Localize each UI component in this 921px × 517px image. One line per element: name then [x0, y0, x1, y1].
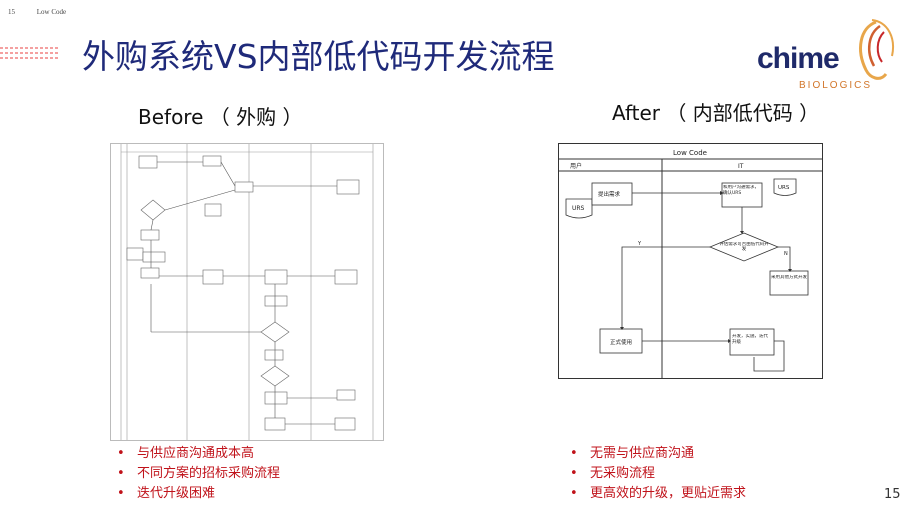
slide-meta: 15 Low Code — [8, 8, 86, 16]
before-bullet-3: 迭代升级困难 — [112, 484, 280, 504]
after-bullet-3: 更高效的升级，更贴近需求 — [565, 484, 746, 504]
decorative-lines — [0, 47, 60, 59]
before-label: Before （ 外购 ） — [138, 105, 303, 129]
logo-mark-icon — [859, 19, 894, 80]
node-other-method — [769, 270, 809, 296]
after-flowchart: Low Code 用户 IT URS 提出需求 和用户沟通需求，确认URS UR… — [558, 143, 823, 379]
node-develop-iterate — [729, 328, 775, 356]
urs-document-shape — [565, 198, 593, 219]
after-bullet-1: 无需与供应商沟通 — [565, 444, 746, 464]
footer-page-number: 15 — [884, 487, 901, 502]
meta-section: Low Code — [36, 8, 67, 16]
meta-page-number: 15 — [8, 8, 15, 16]
after-bullet-list: 无需与供应商沟通 无采购流程 更高效的升级，更贴近需求 — [565, 444, 746, 504]
node-official-use-label: 正式使用 — [610, 338, 632, 346]
logo-subtitle: BIOLOGICS — [799, 80, 873, 91]
urs-document-label: URS — [572, 205, 585, 212]
node-other-method-label: 采用其他方式开发 — [771, 275, 807, 280]
before-bullet-2: 不同方案的招标采购流程 — [112, 464, 280, 484]
node-decision — [708, 232, 780, 262]
decision-no-label: N — [784, 251, 788, 257]
node-raise-requirement — [591, 182, 633, 206]
logo-name: chime — [757, 42, 840, 75]
company-logo: chime BIOLOGICS — [757, 18, 907, 93]
node-confirm-urs-label: 和用户沟通需求，确认URS — [723, 185, 759, 196]
after-flowchart-graphic: Low Code 用户 IT URS 提出需求 和用户沟通需求，确认URS UR… — [558, 143, 823, 379]
urs-document-label-2: URS — [778, 185, 790, 191]
node-confirm-urs — [721, 182, 763, 208]
before-flowchart — [110, 143, 384, 441]
node-develop-iterate-label: 开发，实施，迭代升级 — [732, 334, 768, 345]
lane-label-it: IT — [738, 163, 744, 170]
before-bullet-1: 与供应商沟通成本高 — [112, 444, 280, 464]
before-flowchart-graphic — [120, 144, 374, 440]
after-label: After （ 内部低代码 ） — [612, 101, 820, 125]
urs-document-shape-2 — [773, 178, 797, 196]
before-bullet-list: 与供应商沟通成本高 不同方案的招标采购流程 迭代升级困难 — [112, 444, 280, 504]
page-title: 外购系统VS内部低代码开发流程 — [82, 37, 555, 76]
after-bullet-2: 无采购流程 — [565, 464, 746, 484]
after-diagram-title: Low Code — [673, 149, 707, 157]
node-raise-requirement-label: 提出需求 — [598, 190, 621, 198]
decision-yes-label: Y — [637, 241, 642, 247]
node-decision-label: 评估需求可否由低代码开发 — [719, 242, 769, 252]
lane-label-user: 用户 — [570, 162, 582, 170]
